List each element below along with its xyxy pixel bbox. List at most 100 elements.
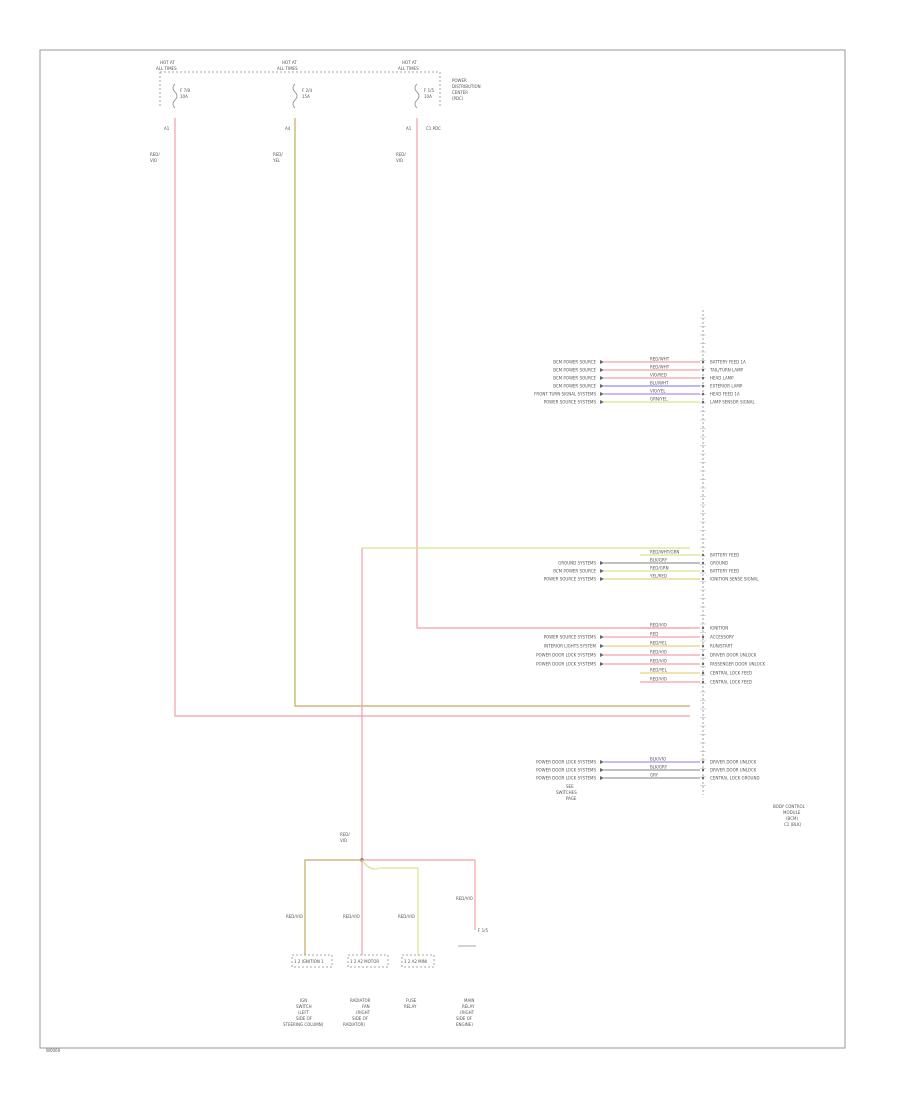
row-left-label: POWER SOURCE SYSTEMS	[544, 635, 597, 640]
svg-text:10A: 10A	[180, 94, 188, 99]
svg-text:RADIATOR: RADIATOR	[350, 998, 371, 1003]
row-wire-code: VIO/RED	[650, 373, 667, 378]
wire-fuse3-bcm	[416, 118, 690, 629]
svg-text:SEE: SEE	[566, 784, 574, 789]
row-left-label: POWER DOOR LOCK SYSTEMS	[536, 768, 596, 773]
connector-row: POWER DOOR LOCK SYSTEMS RED/VIO DRIVER DOO…	[536, 650, 757, 658]
svg-text:RED/VIO: RED/VIO	[343, 914, 360, 919]
row-wire-code: VIO/YEL	[650, 389, 666, 394]
row-right-label: DRIVER DOOR UNLOCK	[710, 760, 757, 765]
row-right-label: CENTRAL LOCK FEED	[710, 671, 752, 676]
arrow-icon	[600, 376, 604, 380]
svg-text:IGN: IGN	[300, 998, 307, 1003]
row-left-label: FRONT TURN SIGNAL SYSTEMS	[534, 392, 596, 397]
fuse-1: HOT AT ALL TIMES F 7/8 10A A1 RED/ VIO	[150, 60, 190, 163]
fuse-3: HOT AT ALL TIMES F 1/5 10A A1 C1 PDC RED…	[396, 60, 441, 163]
svg-text:(PDC): (PDC)	[452, 96, 464, 101]
svg-text:ENGINE): ENGINE)	[456, 1022, 473, 1027]
row-right-label: LAMP SENSOR SIGNAL	[710, 400, 756, 405]
svg-text:RELAY: RELAY	[404, 1004, 417, 1009]
svg-text:RED/: RED/	[396, 152, 406, 157]
svg-text:RED/: RED/	[150, 152, 160, 157]
row-wire-code: BLU/WHT	[650, 381, 669, 386]
connector-pin	[701, 760, 705, 764]
wire-fuse2-bcm	[294, 118, 690, 707]
connector-pin	[701, 671, 705, 675]
svg-text:STEERING COLUMN): STEERING COLUMN)	[283, 1022, 324, 1027]
connector-pin	[701, 644, 705, 648]
row-right-label: BATTERY FEED 1A	[710, 360, 746, 365]
row-right-label: CENTRAL LOCK GROUND	[710, 776, 760, 781]
svg-text:RELAY: RELAY	[462, 1004, 475, 1009]
arrow-icon	[600, 400, 604, 404]
svg-text:PAGE: PAGE	[566, 796, 577, 801]
connector-pin	[701, 680, 705, 684]
arrow-icon	[600, 392, 604, 396]
arrow-icon	[600, 569, 604, 573]
svg-text:1 2 A2 MOTOR: 1 2 A2 MOTOR	[350, 959, 379, 964]
row-right-label: EXTERIOR LAMP	[710, 384, 743, 389]
svg-text:F 7/8: F 7/8	[180, 88, 190, 93]
connector-pin	[701, 392, 705, 396]
svg-text:RADIATOR): RADIATOR)	[343, 1022, 365, 1027]
row-left-label: BCM POWER SOURCE	[553, 368, 596, 373]
arrow-icon	[600, 577, 604, 581]
connector-pin	[701, 376, 705, 380]
svg-text:(RIGHT: (RIGHT	[460, 1010, 475, 1015]
row-left-label: POWER DOOR LOCK SYSTEMS	[536, 760, 596, 765]
row-wire-code: RED/VIO	[650, 623, 667, 628]
svg-text:FAN: FAN	[362, 1004, 370, 1009]
svg-text:A1: A1	[406, 126, 412, 131]
row-left-label: POWER DOOR LOCK SYSTEMS	[536, 653, 596, 658]
svg-text:C1 (BLK): C1 (BLK)	[784, 822, 802, 827]
connector-pin	[701, 776, 705, 780]
arrow-icon	[600, 384, 604, 388]
svg-text:DISTRIBUTION: DISTRIBUTION	[452, 84, 481, 89]
row-right-label: IGNITION SENSE SIGNAL	[710, 577, 759, 582]
row-left-label: BCM POWER SOURCE	[553, 376, 596, 381]
row-wire-code: RED	[650, 632, 658, 637]
svg-text:10A: 10A	[424, 94, 432, 99]
row-right-label: DRIVER DOOR UNLOCK	[710, 653, 757, 658]
connector-row: POWER DOOR LOCK SYSTEMSRED/VIOPASSENGER …	[536, 659, 765, 667]
svg-text:MAIN: MAIN	[464, 998, 474, 1003]
component-radiator-fan: RED/VIO 1 2 A2 MOTOR RADIATOR FAN (RIGHT…	[343, 914, 389, 1027]
pdc-label: POWER DISTRIBUTION CENTER (PDC)	[452, 78, 481, 101]
row-right-label: GROUND	[710, 561, 728, 566]
svg-text:POWER: POWER	[452, 78, 467, 83]
row-wire-code: GRN/YEL	[650, 397, 668, 402]
connector-pin	[701, 626, 705, 630]
connector-pin	[701, 400, 705, 404]
svg-text:YEL: YEL	[272, 158, 281, 163]
branch-ign	[304, 859, 362, 955]
power-distribution-center: HOT AT ALL TIMES F 7/8 10A A1 RED/ VIO H…	[150, 60, 481, 163]
svg-text:FUSE: FUSE	[406, 998, 417, 1003]
row-wire-code: YEL/RED	[649, 574, 667, 579]
row-wire-code: RED/VIO	[650, 650, 667, 655]
row-wire-code: RED/YEL	[650, 641, 668, 646]
row-right-label: PASSENGER DOOR UNLOCK	[710, 662, 766, 667]
connector-pin	[701, 768, 705, 772]
svg-text:HOT AT: HOT AT	[282, 60, 297, 65]
wire-fuse1-bcm	[174, 118, 690, 717]
svg-text:F 1/5: F 1/5	[478, 928, 488, 933]
svg-text:(RIGHT: (RIGHT	[356, 1010, 371, 1015]
branch-relay	[361, 859, 419, 955]
connector-pin	[701, 662, 705, 666]
